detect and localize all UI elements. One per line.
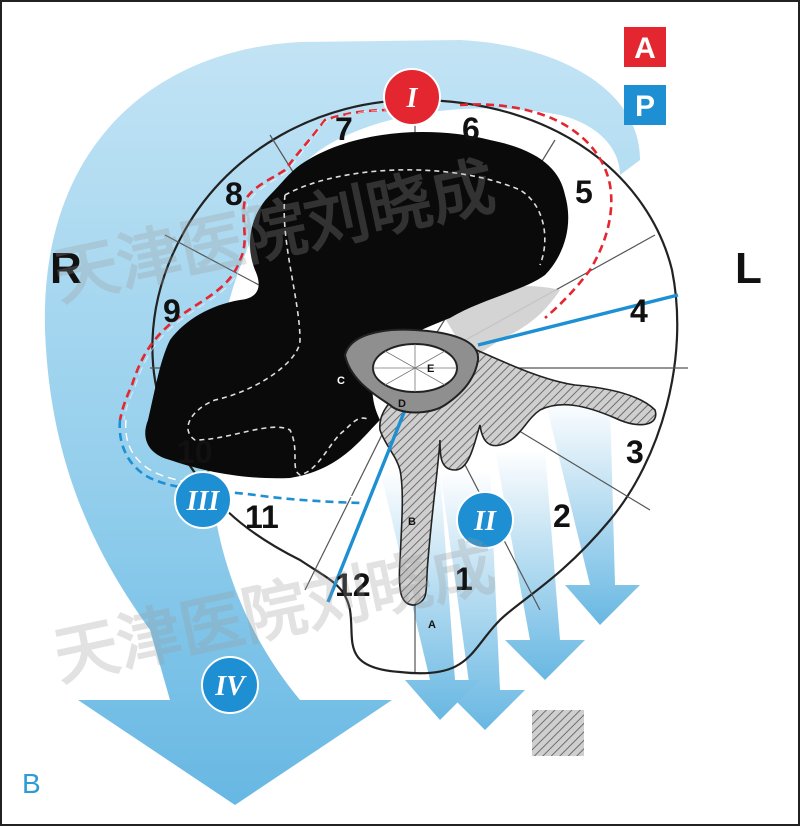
panel-label: B <box>22 768 41 799</box>
legend-p: P <box>624 85 666 125</box>
structure-label-c: C <box>337 375 345 387</box>
segment-6: 6 <box>462 111 480 147</box>
side-label-left: L <box>735 244 762 293</box>
tumor-mass <box>145 132 569 479</box>
svg-text:I: I <box>406 83 419 114</box>
zone-i-boundary <box>118 103 613 421</box>
structure-label-b: B <box>408 516 416 528</box>
tumor-inner-dashed <box>187 169 546 476</box>
svg-text:IV: IV <box>214 671 247 702</box>
zone-iv-arrow <box>44 40 640 805</box>
svg-text:III: III <box>186 486 221 517</box>
hatch-legend-swatch <box>532 710 584 756</box>
segment-7: 7 <box>335 111 353 147</box>
zone-badge-i: I <box>383 68 441 126</box>
vertebra-outline <box>151 98 679 675</box>
segment-12: 12 <box>335 567 371 603</box>
cord-spokes <box>373 344 457 392</box>
zone-badge-ii: II <box>456 491 514 549</box>
zone-ii-boundary-left <box>326 409 407 603</box>
segment-9: 9 <box>163 293 181 329</box>
svg-text:P: P <box>635 90 655 123</box>
structure-label-e: E <box>427 363 434 375</box>
segment-2: 2 <box>553 498 571 534</box>
segment-1: 1 <box>455 561 473 597</box>
svg-text:II: II <box>473 506 497 537</box>
segment-3: 3 <box>626 434 644 470</box>
posterior-elements-hatched <box>379 344 657 606</box>
zone-ii-boundary-right <box>477 293 679 347</box>
zone-badge-iii: III <box>174 471 232 529</box>
segment-11: 11 <box>245 499 279 535</box>
structure-label-d: D <box>398 398 406 410</box>
segment-4: 4 <box>630 293 648 329</box>
svg-text:A: A <box>634 32 656 65</box>
segment-5: 5 <box>575 174 593 210</box>
zone-badge-iv: IV <box>201 656 259 714</box>
legend-a: A <box>624 27 666 67</box>
structure-label-a: A <box>428 619 436 631</box>
segment-8: 8 <box>225 176 243 212</box>
side-label-right: R <box>50 244 82 293</box>
segment-10: 10 <box>177 434 213 470</box>
